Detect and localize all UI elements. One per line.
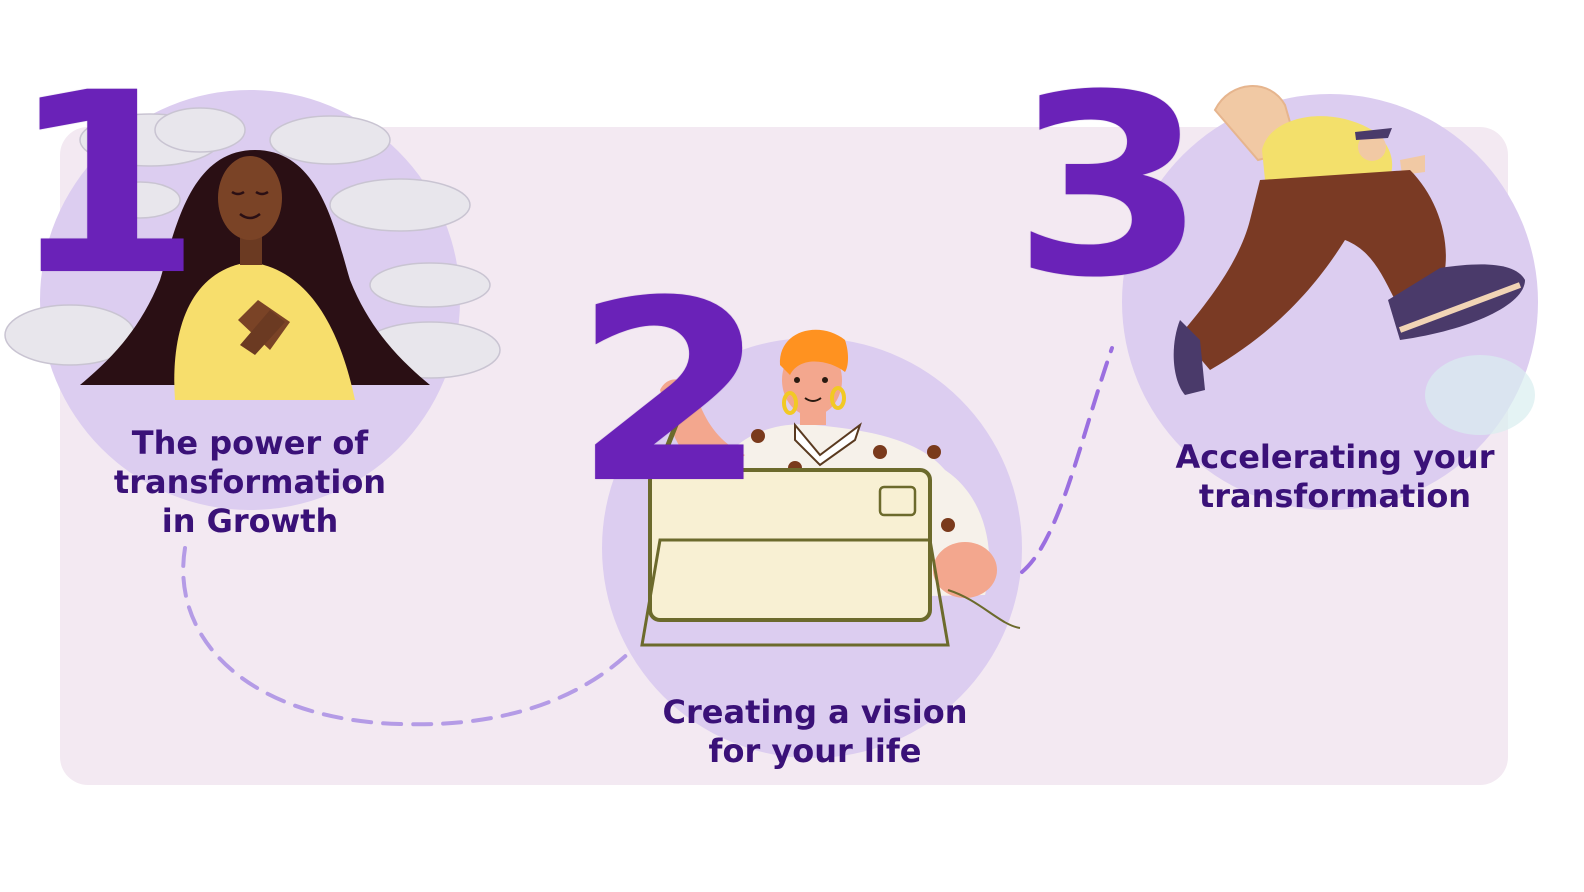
woman-meditating-clouds-illustration — [4, 107, 501, 400]
step-3-number: 3 — [1012, 41, 1207, 332]
step-3-caption-line: transformation — [1198, 477, 1472, 515]
connector-path-1-2 — [181, 546, 634, 727]
step-2-number: 2 — [573, 247, 768, 538]
step-1-caption-line: in Growth — [161, 502, 339, 540]
step-2-caption: Creating a vision for your life — [640, 693, 990, 771]
step-3-caption: Accelerating your transformation — [1150, 438, 1520, 516]
step-1-caption-line: The power of — [131, 424, 369, 462]
step-1-caption: The power of transformation in Growth — [80, 424, 420, 541]
step-3-caption-line: Accelerating your — [1175, 438, 1495, 476]
woman-drawing-on-tablet-illustration — [640, 329, 1021, 647]
man-leaping-illustration — [1173, 85, 1535, 435]
step-2-caption-line: Creating a vision — [662, 693, 968, 731]
step-2-caption-line: for your life — [708, 732, 922, 770]
step-1-caption-line: transformation — [113, 463, 387, 501]
step-1-number: 1 — [8, 39, 203, 330]
connector-path-2-3 — [1020, 346, 1114, 574]
